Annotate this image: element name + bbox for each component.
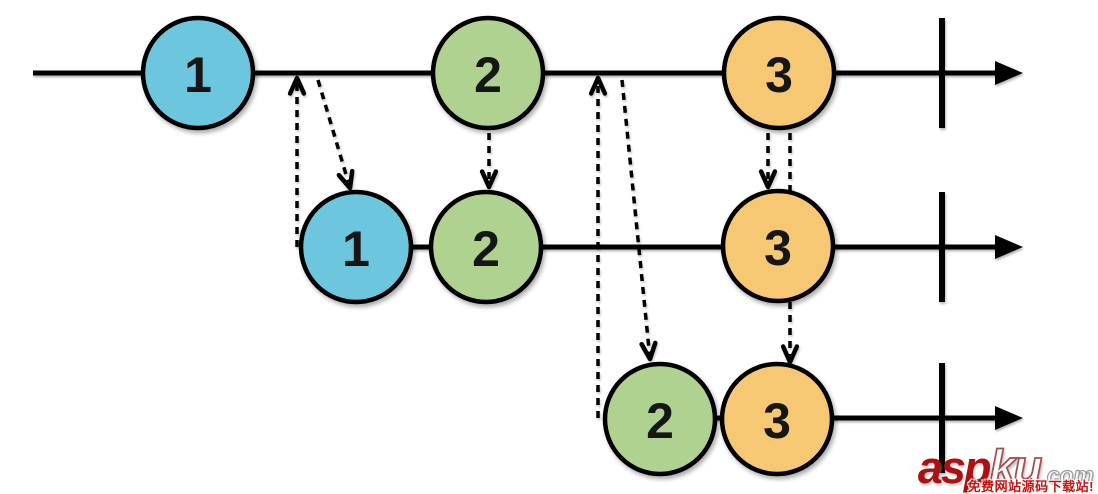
marble-circle-source-1 (140, 15, 256, 131)
marble-inner2-2: 2 (602, 361, 718, 477)
marble-circle-inner1-1 (298, 189, 414, 305)
marble-source-1: 1 (140, 15, 256, 131)
dashed-arrowhead-icon-map-1-to-inner1 (336, 168, 355, 191)
marble-label-inner1-2: 2 (472, 221, 500, 277)
marble-inner1-2: 2 (428, 189, 544, 305)
marble-circle-inner1-2 (428, 189, 544, 305)
marble-circle-source-3 (721, 15, 837, 131)
timeline-source-end-tick (939, 18, 945, 128)
marble-label-source-1: 1 (184, 47, 212, 103)
timeline-inner-2-end-tick (939, 363, 945, 473)
marble-label-inner2-3: 3 (763, 393, 791, 449)
marble-label-inner2-2: 2 (646, 393, 674, 449)
dashed-arrow-map-2-to-inner2 (620, 79, 652, 354)
marble-circle-source-2 (430, 15, 546, 131)
dashed-arrowhead-icon-subscribe-inner2 (588, 75, 608, 96)
marble-label-inner1-3: 3 (764, 220, 792, 276)
dashed-arrowhead-icon-map-3-to-inner2 (780, 344, 800, 365)
marble-circle-inner2-3 (719, 361, 835, 477)
marble-inner1-3: 3 (720, 188, 836, 304)
marble-source-2: 2 (430, 15, 546, 131)
marble-label-source-2: 2 (474, 47, 502, 103)
dashed-arrowhead-icon-map-3-to-inner1 (758, 169, 778, 190)
marble-label-inner1-1: 1 (342, 221, 370, 277)
timeline-inner-2-arrowhead-icon (995, 406, 1023, 430)
marble-source-3: 3 (721, 15, 837, 131)
dashed-arrow-map-1-to-inner1 (316, 79, 350, 183)
marble-inner1-1: 1 (298, 189, 414, 305)
dashed-arrows (287, 75, 800, 418)
marble-inner2-3: 3 (719, 361, 835, 477)
marble-circle-inner2-2 (602, 361, 718, 477)
dashed-arrowhead-icon-subscribe-inner1 (287, 75, 307, 96)
marble-circle-inner1-3 (720, 188, 836, 304)
timeline-source-arrowhead-icon (995, 61, 1023, 85)
dashed-arrowhead-icon-map-2-to-inner2 (639, 340, 658, 362)
timeline-inner-1-arrowhead-icon (995, 235, 1023, 259)
timeline-inner-1-end-tick (939, 192, 945, 302)
marble-label-source-3: 3 (765, 47, 793, 103)
dashed-arrowhead-icon-map-2-to-inner1 (479, 169, 499, 190)
